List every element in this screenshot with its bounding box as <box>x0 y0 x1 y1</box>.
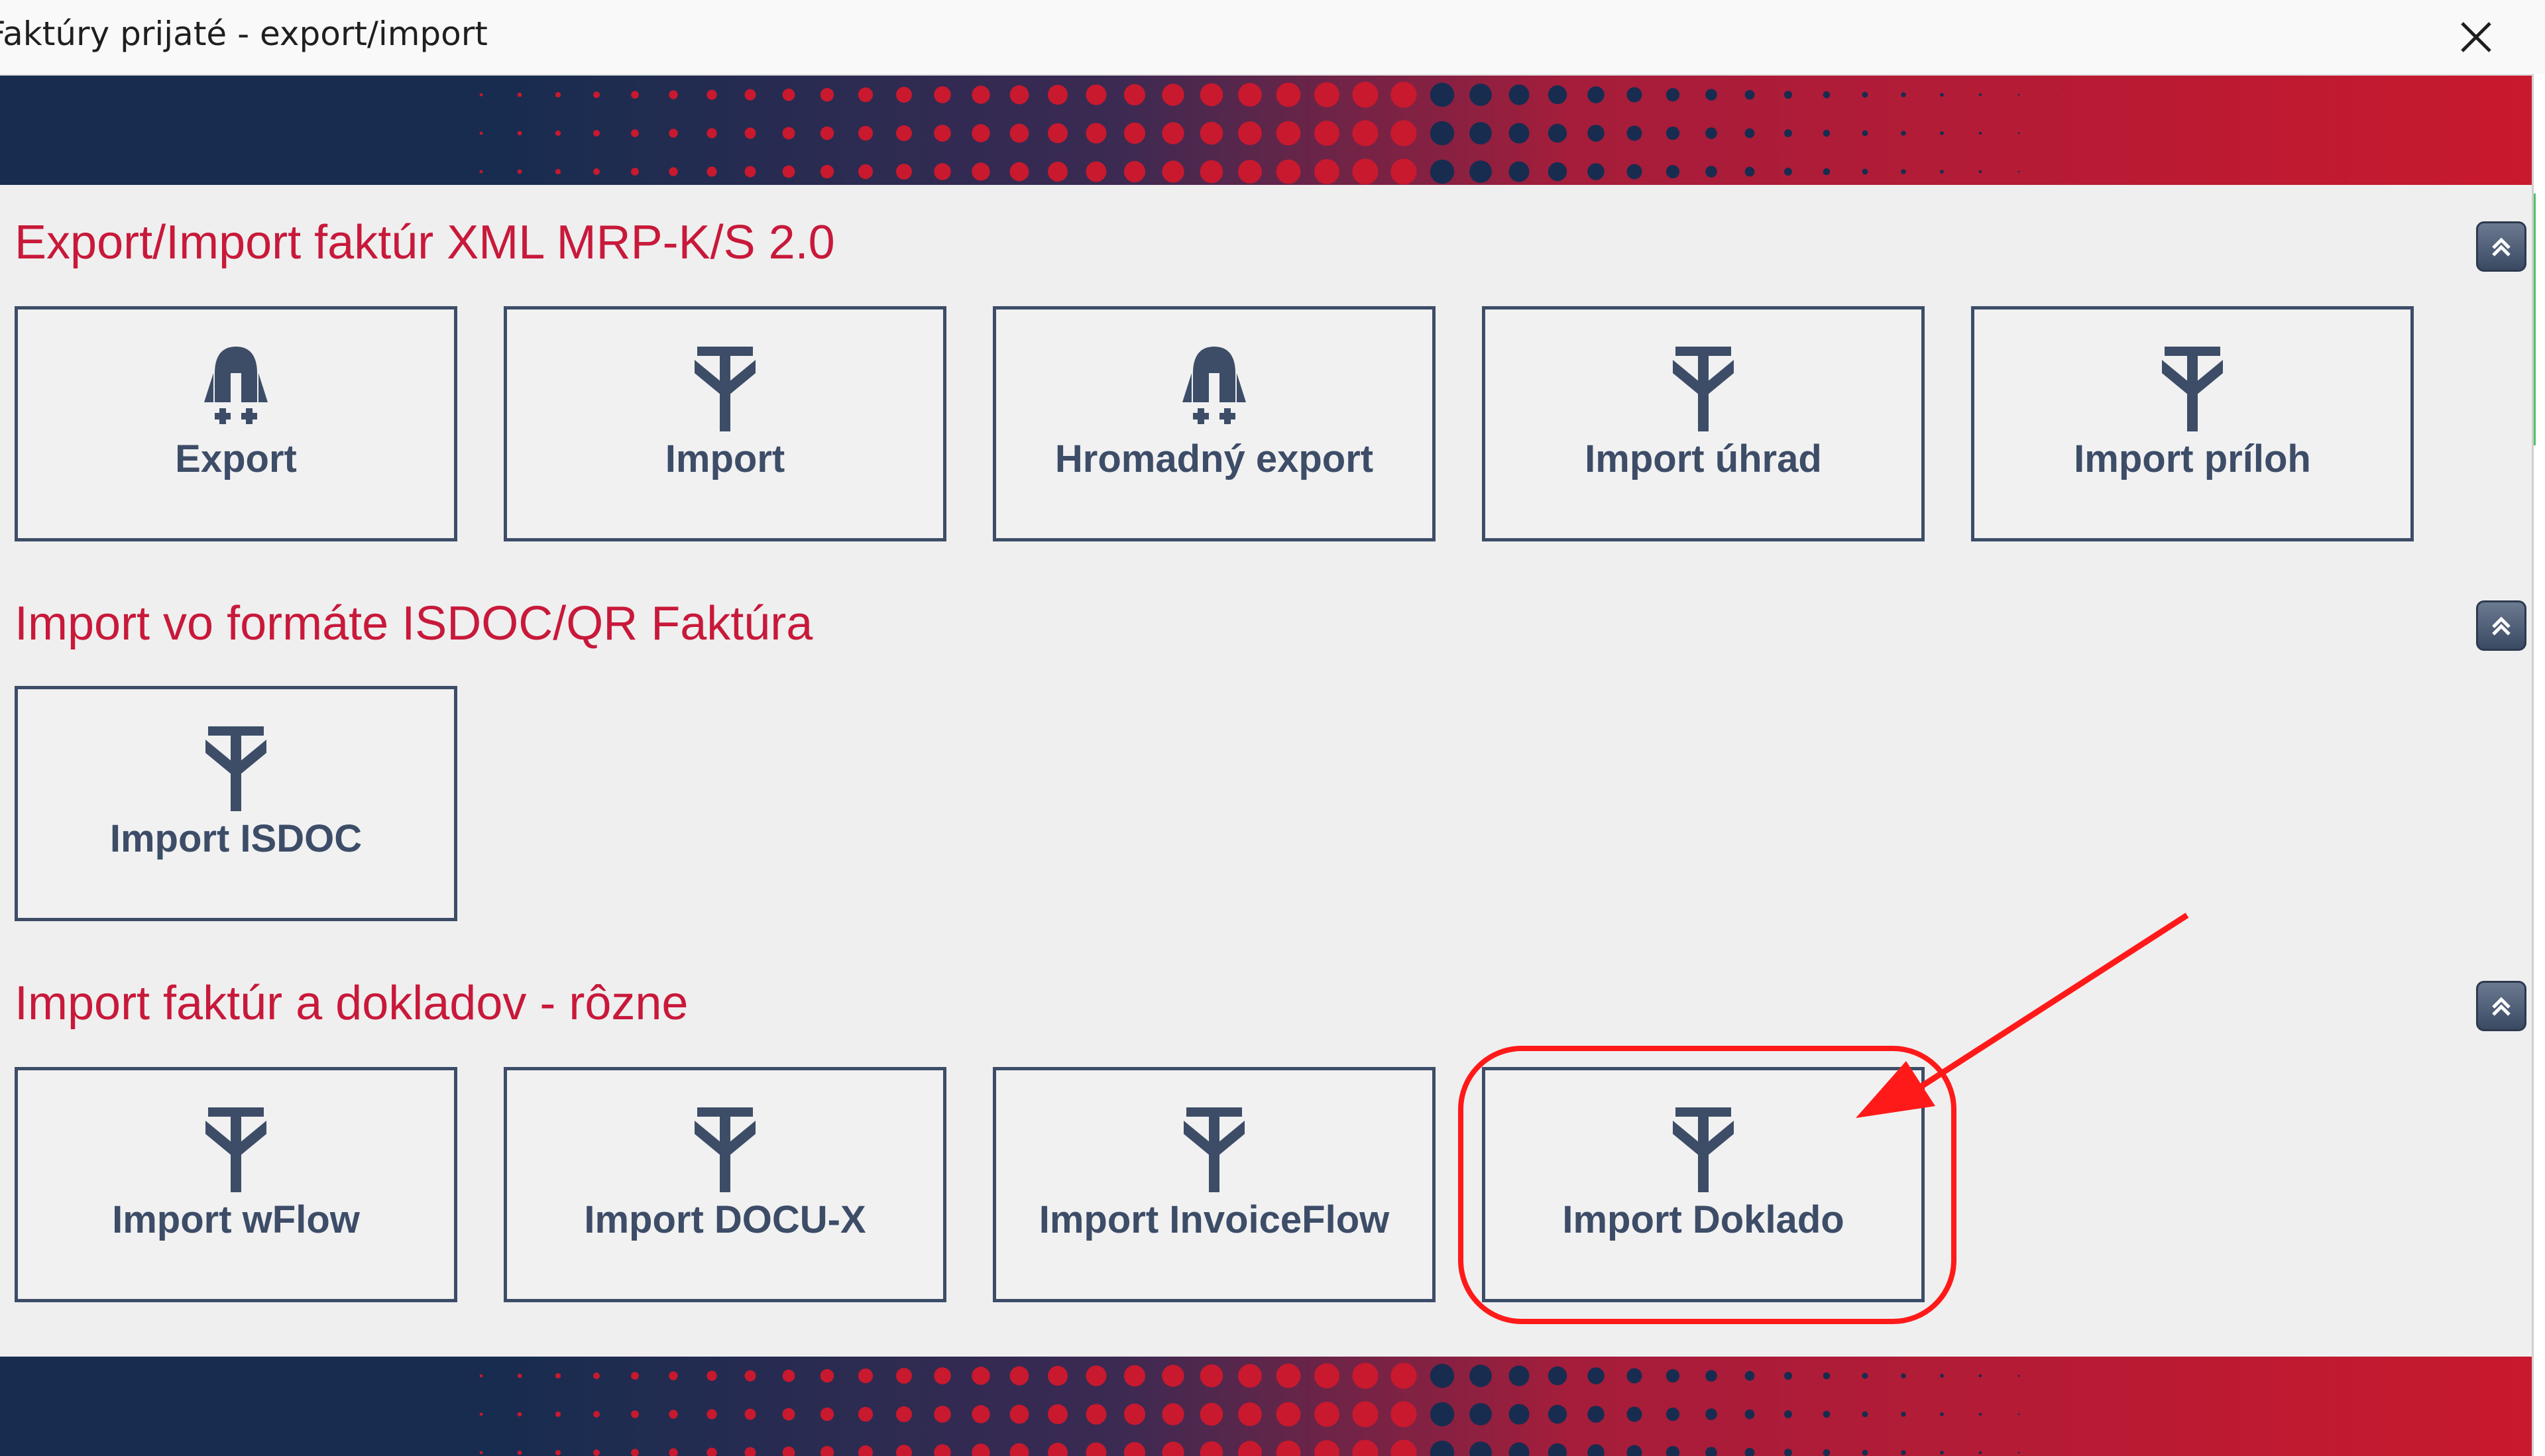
import-invoiceflow-label: Import InvoiceFlow <box>1039 1198 1390 1241</box>
section-title-xml: Export/Import faktúr XML MRP-K/S 2.0 <box>15 216 835 269</box>
section-title-isdoc: Import vo formáte ISDOC/QR Faktúra <box>15 597 813 650</box>
import-label: Import <box>665 437 785 480</box>
import-docux-button[interactable]: Import DOCU-X <box>504 1067 946 1302</box>
annotation-highlight <box>1458 1046 1956 1324</box>
chevron-up-icon <box>2492 237 2511 256</box>
import-isdoc-button[interactable]: Import ISDOC <box>15 686 457 921</box>
collapse-section-isdoc-button[interactable] <box>2476 600 2526 651</box>
title-bar: Faktúry prijaté - export/import <box>0 0 2545 75</box>
collapse-section-various-button[interactable] <box>2476 981 2526 1031</box>
export-icon <box>199 347 273 431</box>
export-label: Export <box>175 437 297 480</box>
import-isdoc-label: Import ISDOC <box>109 817 363 860</box>
bulk-export-button[interactable]: Hromadný export <box>993 306 1436 541</box>
chevron-up-icon <box>2492 616 2511 636</box>
scrollbar[interactable] <box>2532 74 2545 1456</box>
import-icon <box>199 1107 273 1192</box>
import-icon <box>1666 1107 1740 1192</box>
import-wflow-label: Import wFlow <box>112 1198 360 1241</box>
import-attachments-button[interactable]: Import príloh <box>1971 306 2414 541</box>
import-doklado-button[interactable]: Import Doklado <box>1482 1067 1925 1302</box>
import-payments-button[interactable]: Import úhrad <box>1482 306 1925 541</box>
annotation-arrow <box>1856 913 2189 1118</box>
import-icon <box>1666 347 1740 431</box>
footer-banner <box>0 1357 2532 1456</box>
import-attachments-label: Import príloh <box>2074 437 2311 480</box>
import-icon <box>1177 1107 1251 1192</box>
import-wflow-button[interactable]: Import wFlow <box>15 1067 457 1302</box>
export-button[interactable]: Export <box>15 306 457 541</box>
header-banner <box>0 76 2532 185</box>
import-icon <box>2155 347 2230 431</box>
window-title: Faktúry prijaté - export/import <box>0 15 488 53</box>
import-icon <box>688 347 762 431</box>
section-title-various: Import faktúr a dokladov - rôzne <box>15 977 689 1030</box>
import-icon <box>199 726 273 811</box>
close-icon <box>2461 22 2491 52</box>
close-button[interactable] <box>2443 9 2509 65</box>
import-icon <box>688 1107 762 1192</box>
import-invoiceflow-button[interactable]: Import InvoiceFlow <box>993 1067 1436 1302</box>
import-payments-label: Import úhrad <box>1585 437 1822 480</box>
chevron-up-icon <box>2492 997 2511 1016</box>
export-icon <box>1177 347 1251 431</box>
bulk-export-label: Hromadný export <box>1054 437 1374 480</box>
import-button[interactable]: Import <box>504 306 946 541</box>
import-doklado-label: Import Doklado <box>1562 1198 1844 1241</box>
import-docux-label: Import DOCU-X <box>584 1198 866 1241</box>
collapse-section-xml-button[interactable] <box>2476 221 2526 272</box>
